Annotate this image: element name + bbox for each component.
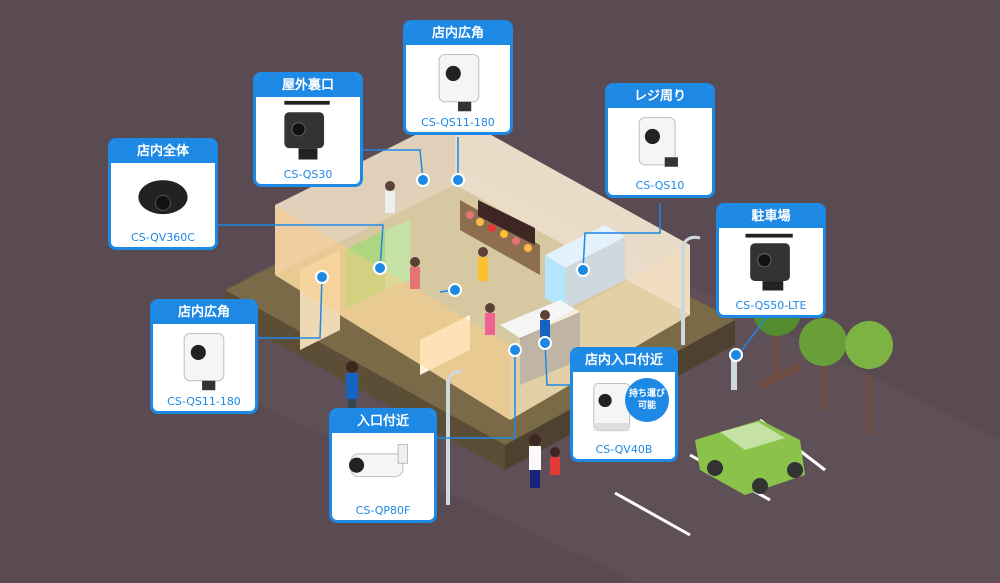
camera-card-title: 店内全体 (111, 141, 215, 163)
camera-card-entrance[interactable]: 入口付近 CS-QP80F (329, 408, 437, 523)
portable-camera-icon (593, 382, 631, 432)
cube-camera-icon (183, 333, 225, 391)
camera-card-title: 入口付近 (332, 411, 434, 433)
camera-card-title: 駐車場 (719, 206, 823, 228)
camera-card-store-wide-top[interactable]: 店内広角 CS-QS11-180 (403, 20, 513, 135)
customer-figures (346, 181, 560, 488)
camera-card-store-whole[interactable]: 店内全体 CS-QV360C (108, 138, 218, 250)
counter-front (520, 312, 580, 385)
street-lamps (446, 235, 701, 505)
camera-model-label: CS-QS11-180 (167, 395, 241, 408)
back-wall-left (275, 115, 455, 275)
camera-card-parking[interactable]: 駐車場 CS-QS50-LTE (716, 203, 826, 318)
front-glass-right (510, 245, 690, 420)
portable-badge: 持ち運び可能 (625, 378, 669, 422)
fruits (466, 211, 532, 252)
camera-model-label: CS-QS11-180 (421, 116, 495, 129)
front-glass-left (275, 205, 510, 420)
parking-pole (731, 355, 737, 390)
shelf-left (300, 250, 340, 350)
camera-card-outside-back[interactable]: 屋外裏口 CS-QS30 (253, 72, 363, 187)
cube-camera-icon (638, 117, 678, 167)
freezer-front (545, 255, 565, 310)
back-wall-right (455, 115, 690, 315)
camera-card-store-wide-left[interactable]: 店内広角 CS-QS11-180 (150, 299, 258, 414)
counter-top (500, 300, 580, 338)
cube-camera-icon (438, 54, 480, 112)
shelf-green-1 (345, 230, 385, 310)
car-illustration (695, 420, 805, 495)
dome-camera-icon (138, 180, 188, 215)
camera-card-title: 店内入口付近 (573, 350, 675, 372)
lte-camera-icon (745, 233, 793, 291)
outdoor-camera-icon (284, 100, 330, 160)
freezer-side (565, 237, 625, 310)
shelf-front (420, 315, 470, 375)
camera-card-title: 店内広角 (153, 302, 255, 324)
camera-location-dots (315, 173, 743, 362)
connector-lines (218, 137, 767, 439)
camera-card-register[interactable]: レジ周り CS-QS10 (605, 83, 715, 198)
camera-model-label: CS-QV360C (131, 231, 195, 244)
shelf-green-2 (385, 220, 410, 290)
portable-badge-text: 持ち運び可能 (628, 389, 665, 411)
camera-card-entrance-inside[interactable]: 店内入口付近 持ち運び可能 CS-QV40B (570, 347, 678, 462)
camera-card-title: レジ周り (608, 86, 712, 108)
camera-card-title: 店内広角 (406, 23, 510, 45)
camera-model-label: CS-QV40B (595, 443, 653, 456)
menu-board (478, 200, 535, 245)
camera-model-label: CS-QS50-LTE (735, 299, 807, 312)
camera-model-label: CS-QP80F (355, 504, 411, 517)
bullet-camera-icon (348, 443, 409, 478)
camera-model-label: CS-QS30 (283, 168, 333, 181)
camera-card-title: 屋外裏口 (256, 75, 360, 97)
camera-model-label: CS-QS10 (635, 179, 685, 192)
